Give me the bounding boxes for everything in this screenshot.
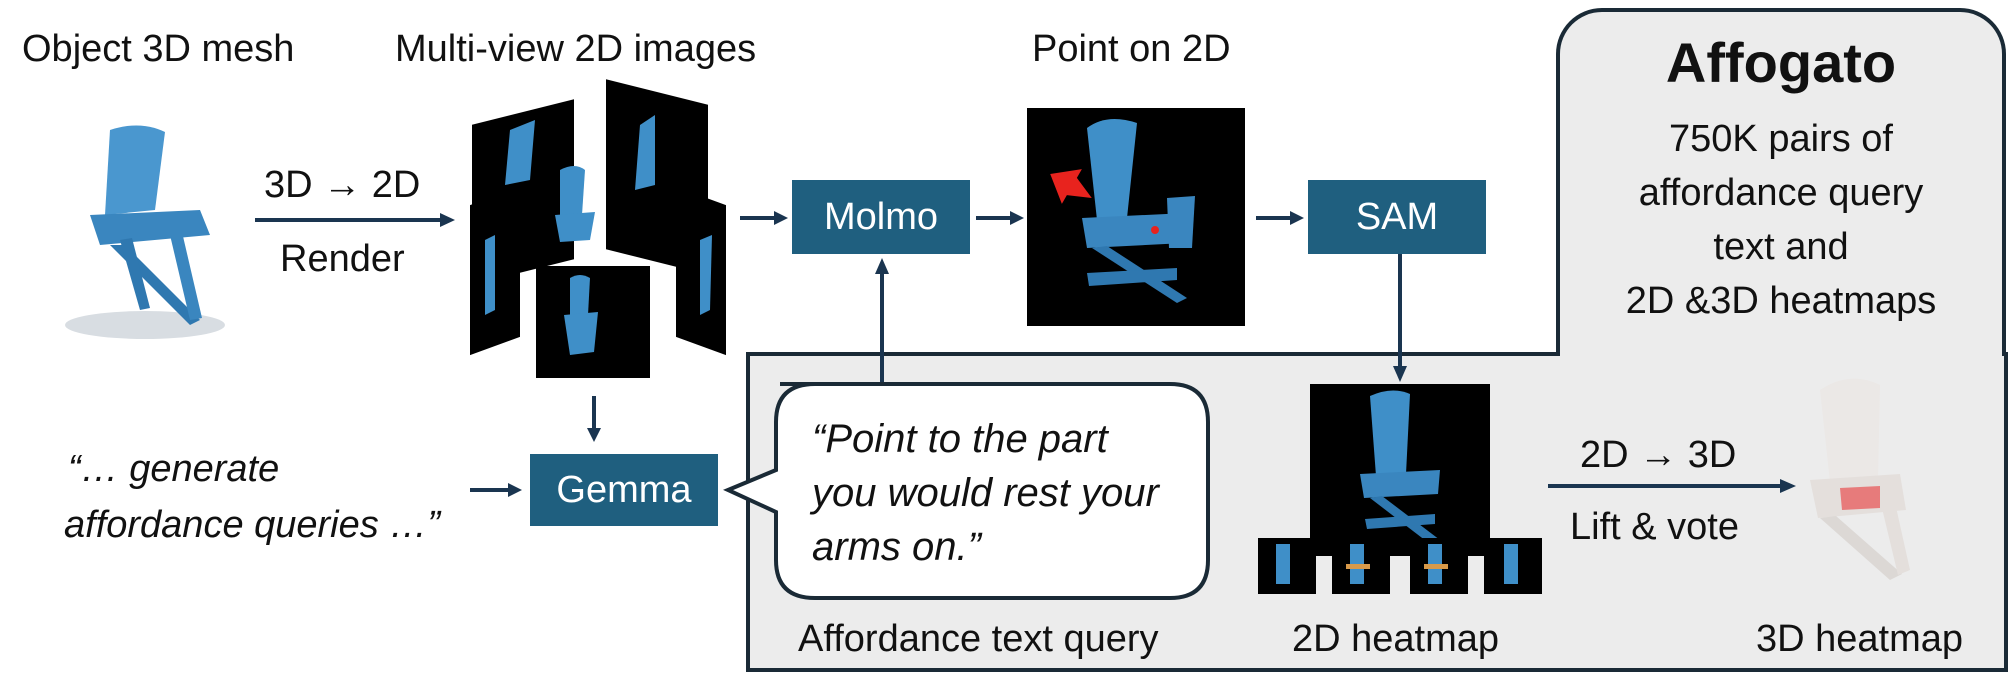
affogato-line-4: 2D &3D heatmaps [1625, 280, 1937, 322]
gemma-prompt-line-2: affordance queries …” [64, 504, 440, 546]
gemma-prompt-line-1: “… generate [68, 448, 280, 490]
object-mesh-label: Object 3D mesh [22, 28, 295, 70]
lift-arrow [1548, 479, 1796, 493]
chair-mesh-image [65, 125, 225, 339]
arrow-sam-to-heatmap [1393, 254, 1407, 382]
multiview-chairs [485, 115, 712, 355]
heatmap-2d-chair [1360, 390, 1440, 544]
arrow-views-to-gemma [587, 396, 601, 442]
affogato-line-1: 750K pairs of [1669, 118, 1893, 160]
heatmap-2d-label: 2D heatmap [1292, 618, 1500, 660]
arrow-molmo-to-point [976, 211, 1024, 225]
render-bottom-label: Render [280, 238, 405, 280]
molmo-box: Molmo [792, 180, 970, 254]
gemma-box: Gemma [530, 454, 718, 526]
render-arrow [255, 213, 455, 227]
query-speech-bubble [723, 382, 1210, 600]
affogato-title: Affogato [1665, 31, 1897, 94]
query-line-3: arms on.” [812, 525, 981, 569]
render-top-label: 3D → 2D [264, 164, 421, 206]
query-line-1: “Point to the part [812, 417, 1108, 461]
heatmap-3d-image [1810, 378, 1910, 580]
heatmap-2d-thumb-chairs [1276, 544, 1518, 584]
multiview-label: Multi-view 2D images [395, 28, 757, 70]
arrow-to-molmo [740, 211, 788, 225]
affogato-line-2: affordance query [1638, 172, 1924, 214]
heatmap-3d-label: 3D heatmap [1756, 618, 1964, 660]
point-on-2d-label: Point on 2D [1032, 28, 1231, 70]
lift-top-label: 2D → 3D [1580, 434, 1737, 476]
arrow-prompt-to-gemma [470, 483, 522, 497]
lift-bottom-label: Lift & vote [1570, 506, 1739, 548]
affordance-text-query-label: Affordance text query [798, 618, 1159, 660]
query-line-2: you would rest your [812, 471, 1159, 515]
sam-box: SAM [1308, 180, 1486, 254]
affogato-line-3: text and [1713, 226, 1849, 268]
arrow-query-to-molmo [875, 258, 889, 382]
affogato-card [1556, 8, 2006, 356]
point-chair [1050, 119, 1195, 303]
arrow-to-sam [1256, 211, 1304, 225]
